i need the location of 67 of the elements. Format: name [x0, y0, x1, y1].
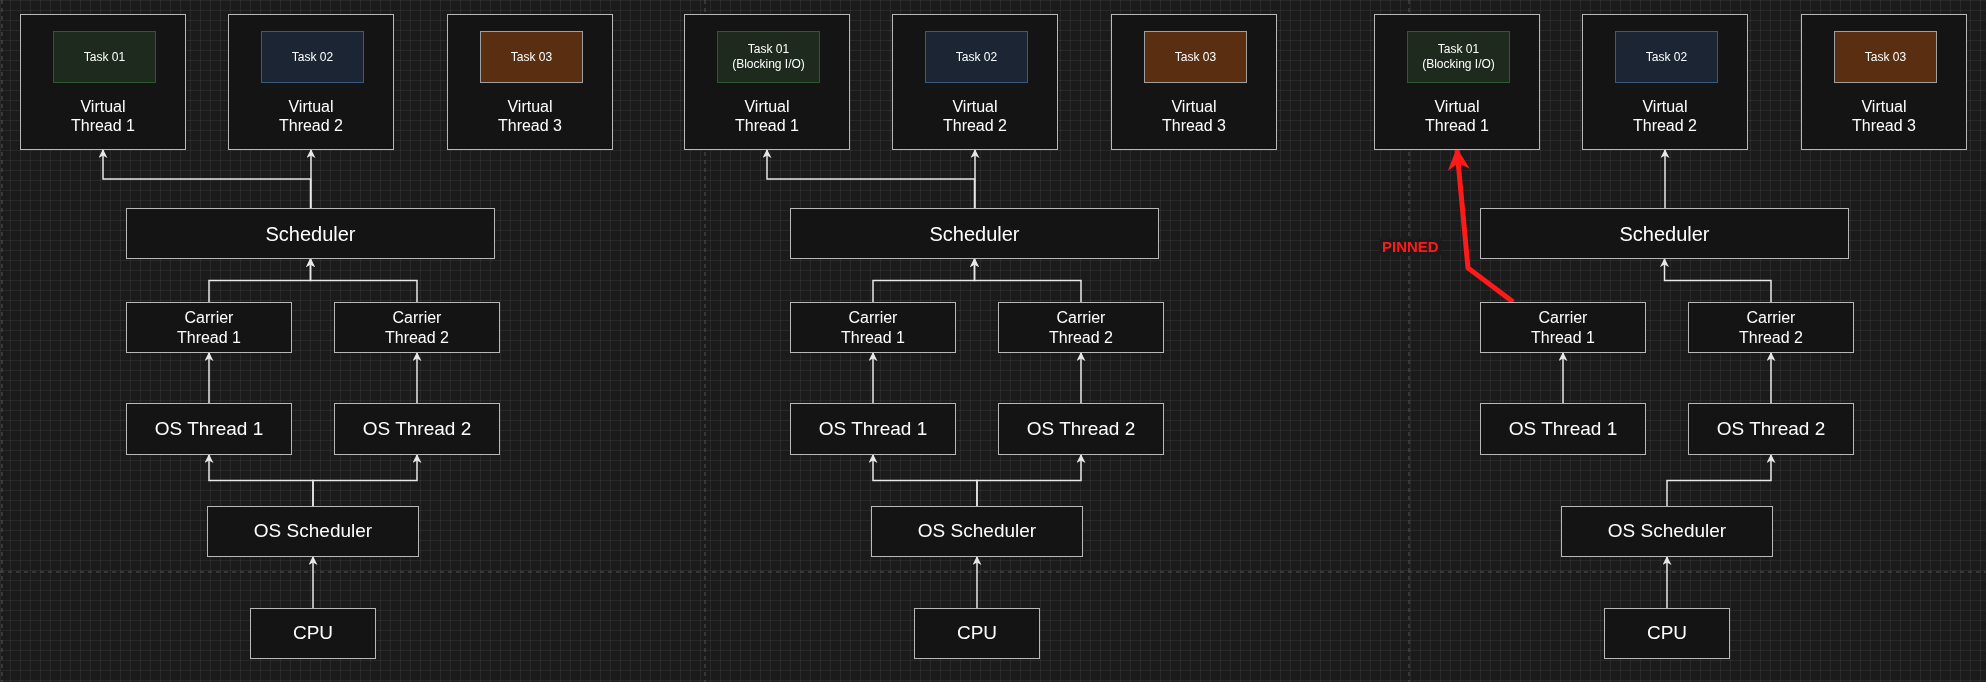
arrow [312, 454, 422, 507]
arrow [1660, 149, 1670, 209]
arrow [972, 556, 982, 609]
scheduler-box: Scheduler [126, 208, 495, 259]
arrow [1666, 454, 1776, 507]
cpu-box: CPU [1604, 608, 1730, 659]
thread-box: OS Thread 2 [334, 403, 500, 455]
scheduler-box: Scheduler [1480, 208, 1849, 259]
thread-box: Carrier Thread 1 [1480, 302, 1646, 353]
arrow [868, 352, 878, 404]
thread-label: Virtual Thread 2 [277, 96, 344, 135]
task-box: Task 02 [1615, 31, 1718, 83]
thread-box: Carrier Thread 2 [1688, 302, 1854, 353]
task-box: Task 03 [480, 31, 583, 83]
scheduler-box: OS Scheduler [871, 506, 1083, 557]
scheduler-box: Scheduler [790, 208, 1159, 259]
thread-label: Virtual Thread 1 [733, 96, 800, 135]
cpu-box: CPU [250, 608, 376, 659]
task-box: Task 02 [925, 31, 1028, 83]
task-box: Task 03 [1144, 31, 1247, 83]
thread-box: Carrier Thread 1 [126, 302, 292, 353]
thread-box [1111, 14, 1277, 150]
arrow [306, 258, 418, 303]
thread-box: OS Thread 1 [790, 403, 956, 455]
thread-box [1801, 14, 1967, 150]
arrow [976, 454, 1086, 507]
thread-box [20, 14, 186, 150]
task-box: Task 01 (Blocking I/O) [1407, 31, 1510, 83]
arrow [1660, 258, 1772, 303]
thread-label: Virtual Thread 3 [1850, 96, 1917, 135]
arrow [1076, 352, 1086, 404]
thread-box [1582, 14, 1748, 150]
task-box: Task 03 [1834, 31, 1937, 83]
scheduler-box: OS Scheduler [1561, 506, 1773, 557]
arrow [204, 352, 214, 404]
thread-box [684, 14, 850, 150]
thread-label: Virtual Thread 3 [1160, 96, 1227, 135]
cpu-box: CPU [914, 608, 1040, 659]
thread-box: OS Thread 2 [998, 403, 1164, 455]
thread-box [447, 14, 613, 150]
arrow [306, 149, 316, 209]
thread-label: Virtual Thread 3 [496, 96, 563, 135]
arrow [412, 352, 422, 404]
scheduler-box: OS Scheduler [207, 506, 419, 557]
thread-box: Carrier Thread 2 [998, 302, 1164, 353]
thread-label: Virtual Thread 1 [1423, 96, 1490, 135]
thread-box [1374, 14, 1540, 150]
thread-box [228, 14, 394, 150]
thread-box [892, 14, 1058, 150]
arrow [1766, 352, 1776, 404]
task-box: Task 02 [261, 31, 364, 83]
thread-box: Carrier Thread 1 [790, 302, 956, 353]
thread-label: Virtual Thread 1 [69, 96, 136, 135]
edge-label: PINNED [1380, 238, 1441, 255]
thread-box: OS Thread 1 [126, 403, 292, 455]
thread-label: Virtual Thread 2 [941, 96, 1008, 135]
arrow [1662, 556, 1672, 609]
arrow [1558, 352, 1568, 404]
thread-label: Virtual Thread 2 [1631, 96, 1698, 135]
arrow [308, 556, 318, 609]
task-box: Task 01 [53, 31, 156, 83]
thread-box: OS Thread 2 [1688, 403, 1854, 455]
arrow [970, 149, 980, 209]
thread-box: Carrier Thread 2 [334, 302, 500, 353]
thread-box: OS Thread 1 [1480, 403, 1646, 455]
arrow [970, 258, 1082, 303]
task-box: Task 01 (Blocking I/O) [717, 31, 820, 83]
